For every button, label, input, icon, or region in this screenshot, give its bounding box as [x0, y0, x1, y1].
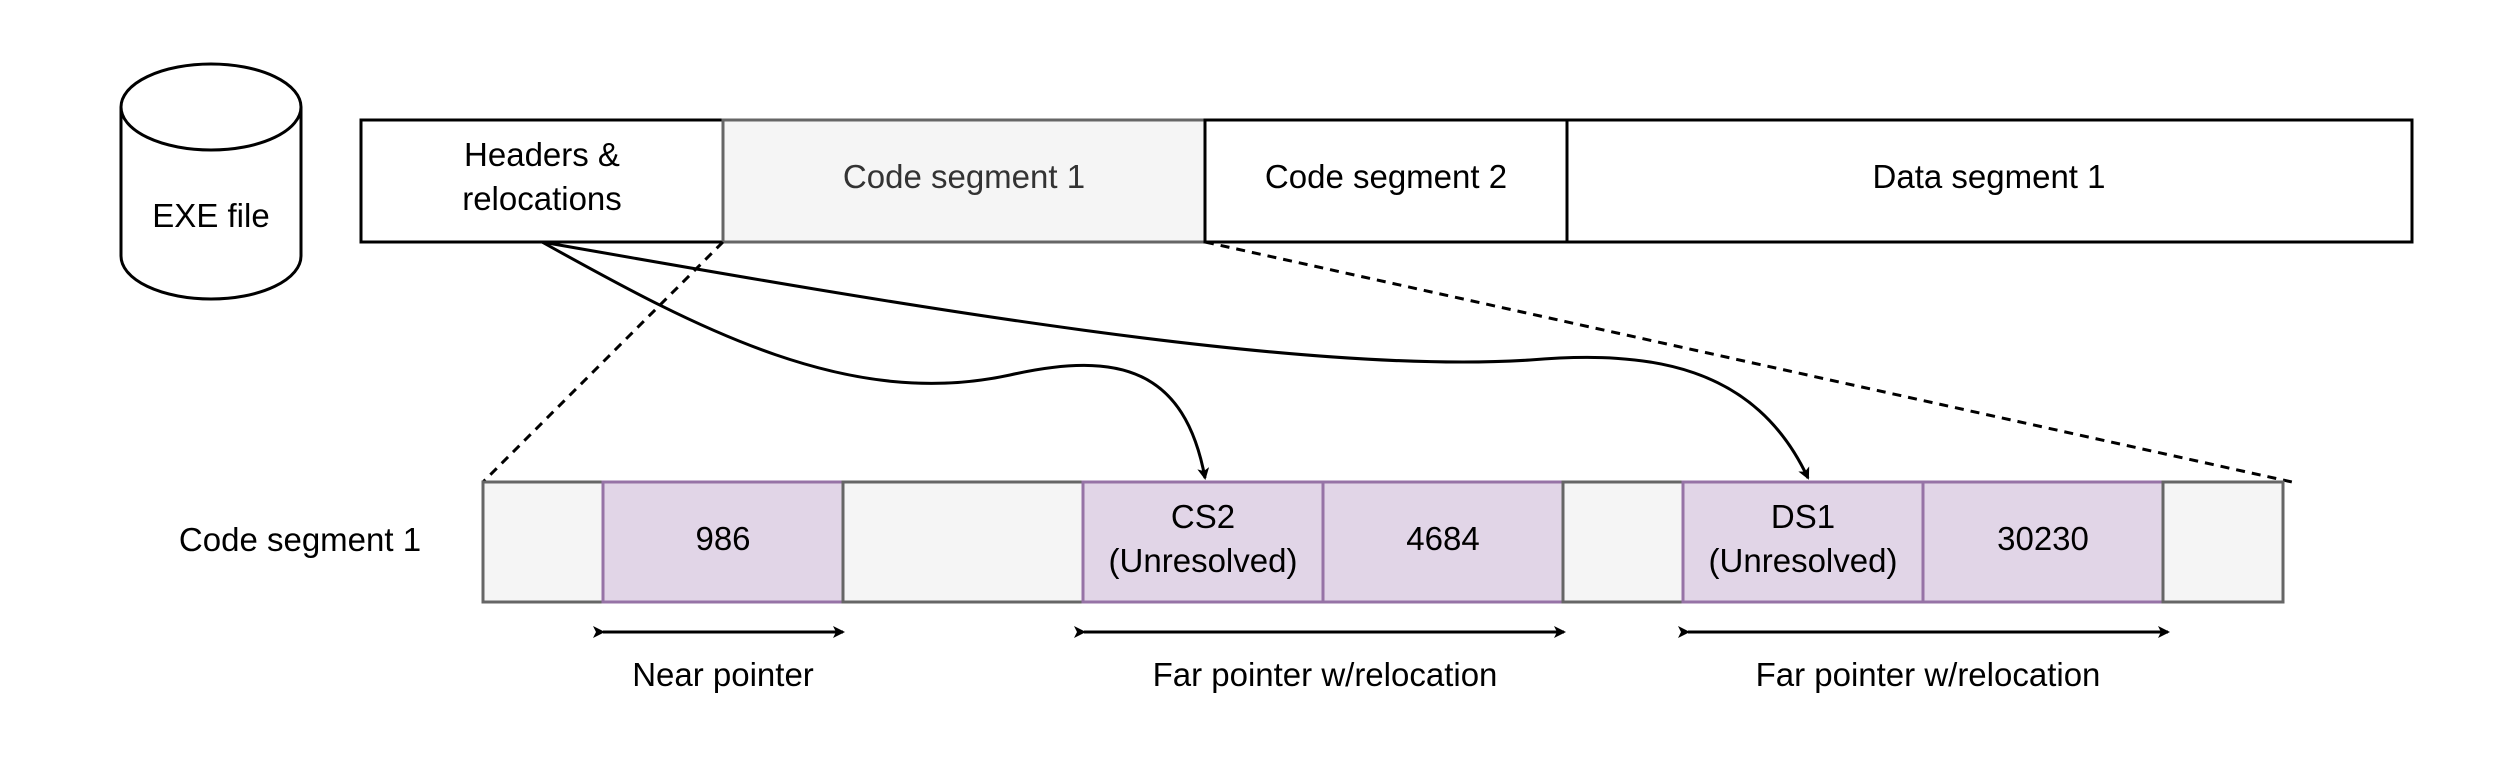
exe-file-cylinder: EXE file — [119, 62, 303, 301]
segment-cell-value — [1321, 480, 1565, 604]
far-pointer-cs-span: Far pointer w/relocation — [1074, 626, 1566, 693]
relocation-arrow-cs2 — [541, 240, 1210, 480]
segment-cell-empty — [481, 480, 605, 604]
far-pointer-ds-label: Far pointer w/relocation — [1756, 656, 2101, 693]
segment-cell-value — [1081, 480, 1325, 604]
code-segment-1-box: Code segment 1 — [721, 118, 1207, 244]
segment-cell-text: (Unresolved) — [1709, 542, 1898, 579]
headers-relocations-rect — [359, 118, 725, 244]
segment-cell-text: 30230 — [1997, 520, 2089, 557]
segment-cell-text: (Unresolved) — [1109, 542, 1298, 579]
zoom-line-right — [1204, 240, 2293, 484]
segment-cell-value — [1921, 480, 2165, 604]
segment-cell-text: CS2 — [1171, 498, 1235, 535]
headers-relocations-line-1: Headers & — [464, 136, 620, 173]
segment-cell-value — [1681, 480, 1925, 604]
headers-relocations-box: Headers & relocations — [359, 118, 725, 244]
far-pointer-cs-label: Far pointer w/relocation — [1153, 656, 1498, 693]
code-segment-2-rect — [1203, 118, 1569, 244]
segment-cell-value — [601, 480, 845, 604]
file-layout-bar: Headers & relocations Code segment 1 Cod… — [359, 118, 2414, 244]
data-segment-1-rect — [1565, 118, 2414, 244]
relocation-arrow-ds1 — [541, 240, 1810, 480]
near-pointer-span: Near pointer — [593, 626, 845, 693]
segment-cell-text: DS1 — [1771, 498, 1835, 535]
zoom-line-left — [481, 240, 725, 484]
exe-file-label: EXE file — [152, 197, 269, 234]
segment-row-label: Code segment 1 — [179, 521, 421, 558]
headers-relocations-line-2: relocations — [462, 180, 622, 217]
segment-cell-text: 4684 — [1406, 520, 1479, 557]
code-segment-1-label: Code segment 1 — [843, 158, 1085, 195]
segment-cell-empty — [841, 480, 1085, 604]
near-pointer-label: Near pointer — [632, 656, 814, 693]
segment-cell-empty — [1561, 480, 1685, 604]
segment-cells-row: 986 CS2 (Unresolved) 4684 DS1 (Unresolved) 302… — [481, 480, 2285, 604]
data-segment-1-label: Data segment 1 — [1873, 158, 2106, 195]
code-segment-2-label: Code segment 2 — [1265, 158, 1507, 195]
code-segment-1-rect — [721, 118, 1207, 244]
code-segment-2-box: Code segment 2 — [1203, 118, 1569, 244]
data-segment-1-box: Data segment 1 — [1565, 118, 2414, 244]
segment-cell-text: 986 — [695, 520, 750, 557]
segment-cell-empty — [2161, 480, 2285, 604]
far-pointer-ds-span: Far pointer w/relocation — [1678, 626, 2170, 693]
